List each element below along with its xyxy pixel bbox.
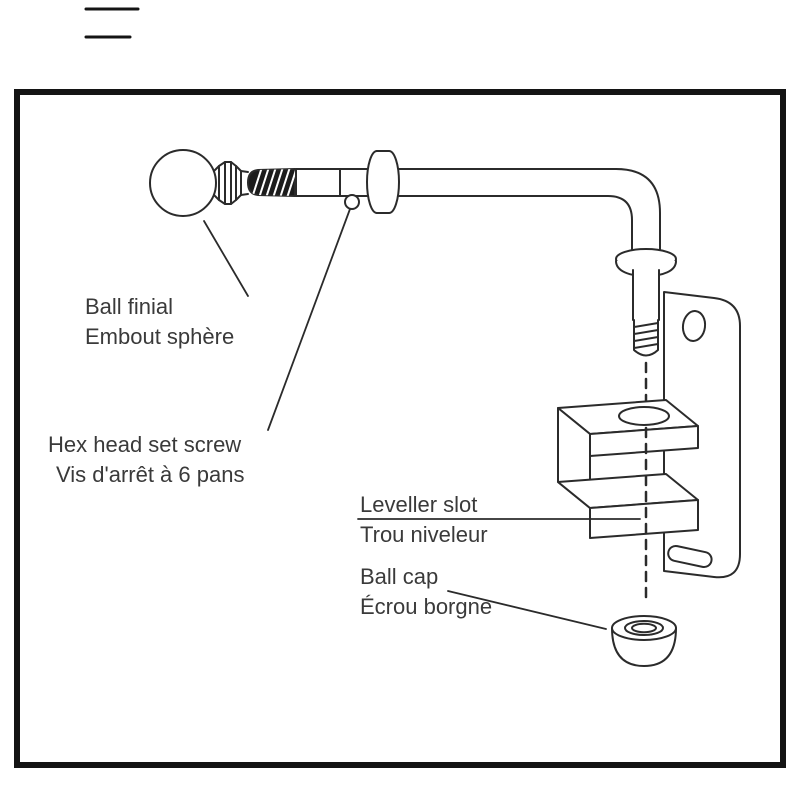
label-ball-cap-fr: Écrou borgne (360, 594, 493, 619)
rod-lower-drawing (632, 269, 660, 357)
ball-finial-drawing (149, 149, 249, 217)
label-leveller-slot: Leveller slot Trou niveleur (360, 490, 488, 550)
set-screw-drawing (247, 168, 360, 210)
leader-lines (203, 208, 641, 630)
rod-drawing (295, 168, 661, 255)
side-plate-slot (667, 544, 713, 569)
label-ball-finial: Ball finial Embout sphère (85, 292, 234, 352)
leader-ball-cap (447, 590, 607, 630)
label-set-screw-en: Hex head set screw (48, 432, 242, 457)
crop-marks (84, 7, 140, 39)
flange-drawing (366, 150, 400, 214)
leader-ball-finial (203, 220, 249, 297)
ball-cap-drawing (611, 615, 677, 667)
label-ball-cap: Ball cap Écrou borgne (360, 562, 492, 622)
label-ball-finial-fr: Embout sphère (85, 324, 235, 349)
side-plate-hole (681, 310, 707, 342)
label-leveller-slot-fr: Trou niveleur (360, 522, 488, 547)
bracket-drawing (557, 399, 699, 539)
hex-set-screw (344, 194, 360, 210)
label-ball-cap-en: Ball cap (360, 564, 439, 589)
label-leveller-slot-en: Leveller slot (360, 492, 478, 517)
bracket-rod-hole (618, 406, 670, 426)
label-set-screw: Hex head set screw Vis d'arrêt à 6 pans (48, 430, 244, 490)
label-ball-finial-en: Ball finial (85, 294, 174, 319)
leader-set-screw (267, 208, 351, 431)
label-set-screw-fr: Vis d'arrêt à 6 pans (56, 462, 245, 487)
